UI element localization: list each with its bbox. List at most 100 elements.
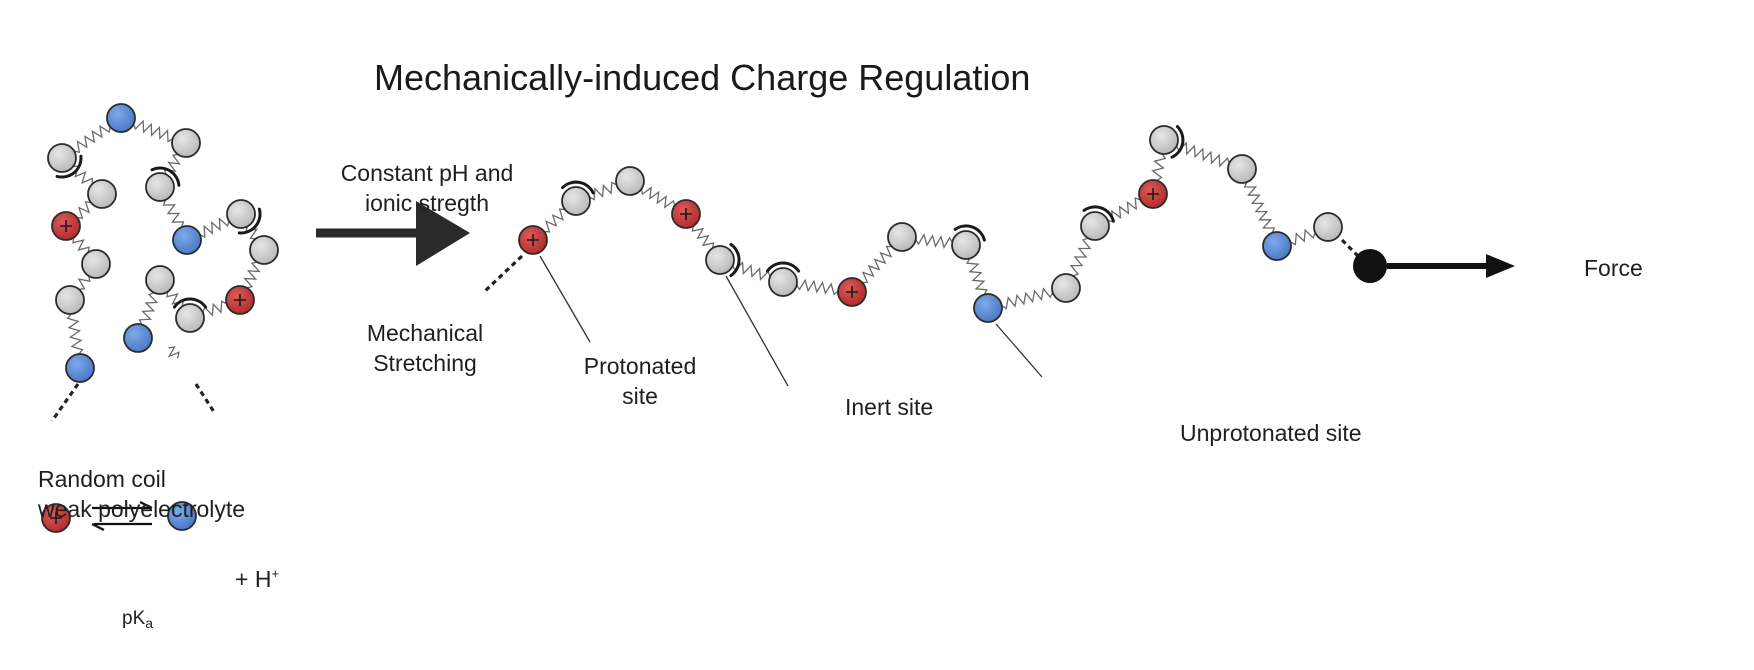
protonated-bead [51, 211, 81, 241]
spring-link [132, 119, 175, 143]
inert-bead [47, 143, 77, 173]
rotation-arc [561, 180, 595, 195]
conditions-line-1: Constant pH and [340, 160, 514, 186]
rotation-arc [765, 261, 801, 273]
inert-bead [1080, 211, 1110, 241]
inert-bead [1227, 154, 1257, 184]
inert-bead [249, 235, 279, 265]
protonated-bead [41, 503, 71, 533]
inert-bead [1051, 273, 1081, 303]
process-line-2: Stretching [373, 350, 477, 376]
force-label: Force [1584, 255, 1643, 281]
inert-leader-line [725, 275, 789, 387]
rotation-arc [172, 297, 208, 309]
spring-link [243, 261, 261, 289]
inert-bead [1149, 125, 1179, 155]
rotation-arc [150, 166, 181, 187]
pk-subscript: a [145, 615, 154, 631]
spring-link [860, 245, 894, 284]
spring-link [245, 224, 259, 240]
site-leader-lines [539, 255, 1043, 387]
pk-text: pK [122, 608, 146, 629]
protonated-site-label: Protonated site [570, 351, 710, 411]
spring-link [966, 256, 988, 297]
plus-h-label: + H+ [235, 559, 279, 594]
spring-link [162, 198, 185, 229]
force-arrow-head [1486, 254, 1515, 278]
inert-bead [768, 267, 798, 297]
spring-link [795, 278, 840, 296]
chain-end-dash [194, 383, 216, 413]
unprotonated-bead [973, 293, 1003, 323]
spring-link [1151, 152, 1167, 182]
unprotonated-bead [1262, 231, 1292, 261]
protonated-leader-line [539, 255, 591, 343]
plus-h-text: + H [235, 566, 272, 592]
protonated-bead [225, 285, 255, 315]
inert-bead [87, 179, 117, 209]
spring-link [691, 224, 715, 250]
inert-bead [615, 166, 645, 196]
spring-link [77, 274, 91, 291]
reverse-arrow-barb [91, 523, 105, 531]
spring-link [72, 236, 90, 254]
inert-bead [226, 199, 256, 229]
spring-link [1069, 237, 1092, 277]
arrows [91, 201, 1515, 531]
spring-link [914, 233, 954, 249]
chain-end-dashes [50, 238, 1362, 422]
spring-link [138, 291, 159, 327]
spring-link [640, 186, 676, 209]
inert-bead [145, 265, 175, 295]
diagram-title: Mechanically-induced Charge Regulation [374, 57, 1031, 98]
protonated-bead [1138, 179, 1168, 209]
conditions-line-2: ionic stregth [364, 190, 489, 216]
inert-site-label: Inert site [845, 394, 934, 420]
spring-link [1175, 141, 1231, 168]
unprotonated-bead [172, 225, 202, 255]
spring-link [1288, 228, 1317, 246]
process-line-1: Mechanical [366, 320, 484, 346]
unprotonated-bead [167, 501, 197, 531]
stretch-arrow-head [416, 201, 470, 266]
inert-bead [705, 245, 735, 275]
spring-link [166, 290, 184, 308]
spring-link [1000, 287, 1054, 310]
rotation-arc [55, 154, 83, 179]
inert-bead [171, 128, 201, 158]
rotation-arc [729, 242, 741, 278]
beads [41, 103, 1387, 533]
unprotonated-bead [123, 323, 153, 353]
inert-bead [145, 172, 175, 202]
unprotonated-bead [106, 103, 136, 133]
chain-end-dash [50, 383, 80, 422]
spring-link [542, 208, 567, 233]
inert-bead [887, 222, 917, 252]
rotation-arc [237, 207, 262, 235]
polymer-springs [66, 119, 1317, 359]
inert-bead [1313, 212, 1343, 242]
rotation-arc [1082, 205, 1115, 223]
inert-bead [81, 249, 111, 279]
inert-bead [175, 303, 205, 333]
pka-label: pKa [122, 604, 153, 638]
protonated-bead [671, 199, 701, 229]
spring-link [167, 346, 180, 359]
coil-caption: Random coil weak polyelectrolyte [38, 464, 245, 524]
spring-link [198, 217, 230, 239]
rotation-arc [1170, 125, 1185, 159]
spring-link [72, 124, 111, 154]
coil-caption-line-1: Random coil [38, 466, 166, 492]
spring-link [587, 181, 619, 201]
coil-caption-line-2: weak polyelectrolyte [38, 496, 246, 522]
chain-end-dash [1340, 238, 1362, 260]
chain-end-dash [482, 254, 524, 294]
forward-arrow-barb [139, 501, 153, 509]
rotation-arc [953, 224, 986, 242]
protonated-bead [518, 225, 548, 255]
spring-link [71, 165, 93, 186]
inert-bead [951, 230, 981, 260]
rotation-arcs [55, 125, 1185, 309]
h-charge-superscript: + [271, 566, 280, 581]
